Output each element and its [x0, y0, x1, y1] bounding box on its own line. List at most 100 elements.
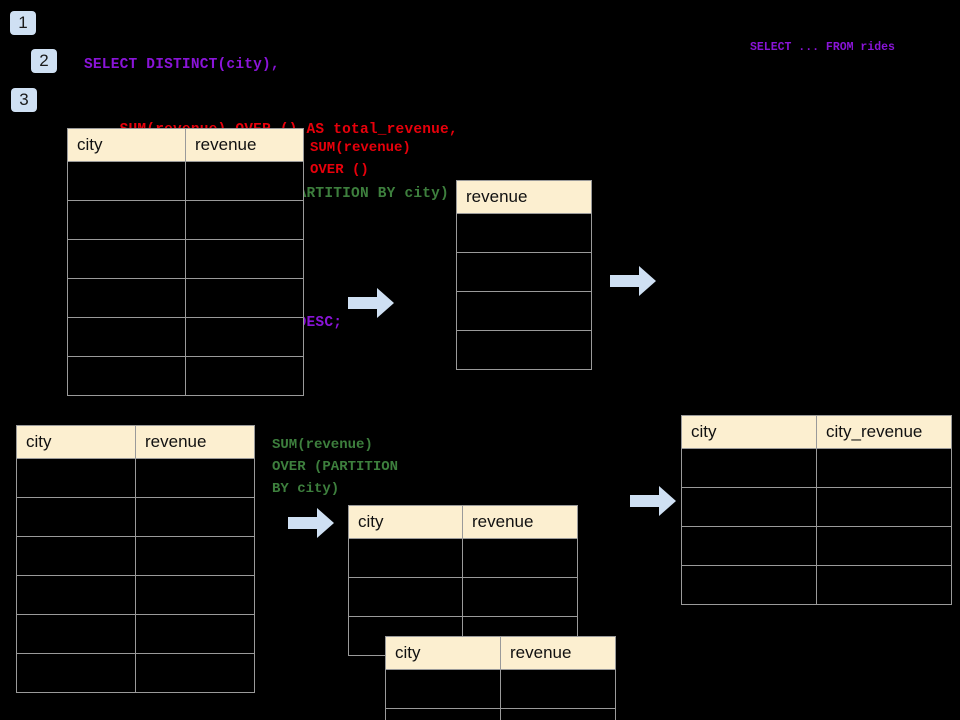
cell-revenue	[462, 577, 578, 617]
cell-city	[16, 536, 136, 576]
table-row	[348, 577, 578, 617]
partition-group-table-back: city revenue	[348, 505, 578, 656]
column-header-city: city	[385, 636, 501, 670]
column-header-revenue: revenue	[462, 505, 578, 539]
arrow-rides-to-partition	[288, 508, 334, 538]
cell-city	[67, 356, 186, 396]
cell-revenue	[135, 614, 255, 654]
final-result-table: city city_revenue	[681, 415, 952, 605]
cell-city	[67, 317, 186, 357]
table-row	[456, 252, 592, 292]
total-revenue-table: revenue	[456, 180, 592, 370]
partition-group-table-front: city revenue	[385, 636, 616, 720]
cell-revenue	[185, 161, 304, 201]
table-row	[67, 317, 304, 357]
table-row	[16, 497, 255, 537]
column-header-revenue: revenue	[185, 128, 304, 162]
column-header-revenue: revenue	[500, 636, 616, 670]
column-header-city: city	[681, 415, 817, 449]
table-header-row: city revenue	[67, 128, 304, 162]
cell-revenue	[135, 653, 255, 693]
table-row	[385, 708, 616, 720]
arrow-total-to-result	[610, 266, 656, 296]
table-row	[67, 200, 304, 240]
column-header-city: city	[348, 505, 463, 539]
cell-revenue	[185, 239, 304, 279]
table-row	[456, 213, 592, 253]
cell-city	[67, 278, 186, 318]
table-row	[67, 161, 304, 201]
table-row	[348, 538, 578, 578]
table-row	[16, 536, 255, 576]
table-row	[16, 614, 255, 654]
cell-revenue	[185, 317, 304, 357]
cell-city	[681, 565, 817, 605]
table-header-row: city revenue	[348, 505, 578, 539]
table-row	[681, 448, 952, 488]
cell-city	[681, 526, 817, 566]
cell-city-revenue	[816, 565, 952, 605]
cell-revenue	[185, 278, 304, 318]
rides-source-table: city revenue	[67, 128, 304, 396]
cell-city	[348, 577, 463, 617]
cell-city	[16, 614, 136, 654]
cell-revenue	[135, 575, 255, 615]
column-header-city-revenue: city_revenue	[816, 415, 952, 449]
rides-source-table-bottom: city revenue	[16, 425, 255, 693]
cell-revenue	[500, 708, 616, 720]
table-header-row: city city_revenue	[681, 415, 952, 449]
cell-revenue	[135, 458, 255, 498]
cell-revenue	[135, 536, 255, 576]
cell-city	[348, 538, 463, 578]
table-row	[16, 653, 255, 693]
column-header-city: city	[16, 425, 136, 459]
table-row	[16, 575, 255, 615]
table-row	[681, 487, 952, 527]
cell-revenue	[185, 356, 304, 396]
table-header-row: city revenue	[385, 636, 616, 670]
table-header-row: city revenue	[16, 425, 255, 459]
arrow-partition-to-result	[630, 486, 676, 516]
table-header-row: revenue	[456, 180, 592, 214]
step-badge-1: 1	[10, 11, 36, 35]
table-row	[681, 526, 952, 566]
annotation-sum-over-partition: SUM(revenue) OVER (PARTITION BY city)	[272, 437, 399, 497]
cell-city	[385, 669, 501, 709]
cell-city	[681, 487, 817, 527]
table-row	[67, 356, 304, 396]
table-row	[681, 565, 952, 605]
arrow-rides-to-total	[348, 288, 394, 318]
cell-revenue	[500, 669, 616, 709]
cell-city	[16, 497, 136, 537]
table-row	[16, 458, 255, 498]
cell-revenue	[456, 330, 592, 370]
cell-city-revenue	[816, 448, 952, 488]
cell-revenue	[135, 497, 255, 537]
table-row	[456, 291, 592, 331]
cell-city	[67, 239, 186, 279]
cell-revenue	[462, 538, 578, 578]
column-header-revenue: revenue	[456, 180, 592, 214]
step-badge-3: 3	[11, 88, 37, 112]
cell-city	[16, 458, 136, 498]
step-badge-2: 2	[31, 49, 57, 73]
column-header-city: city	[67, 128, 186, 162]
cell-revenue	[456, 291, 592, 331]
table-row	[385, 669, 616, 709]
cell-revenue	[185, 200, 304, 240]
sql-line-select: SELECT DISTINCT(city),	[84, 57, 280, 73]
table-row	[67, 239, 304, 279]
cell-city-revenue	[816, 487, 952, 527]
cell-city	[385, 708, 501, 720]
cell-city-revenue	[816, 526, 952, 566]
side-note-select-from-rides: SELECT ... FROM rides	[750, 41, 895, 54]
cell-city	[67, 200, 186, 240]
table-row	[67, 278, 304, 318]
cell-revenue	[456, 213, 592, 253]
cell-city	[681, 448, 817, 488]
cell-city	[16, 575, 136, 615]
annotation-sum-over-empty: SUM(revenue) OVER ()	[310, 140, 411, 178]
column-header-revenue: revenue	[135, 425, 255, 459]
cell-city	[16, 653, 136, 693]
